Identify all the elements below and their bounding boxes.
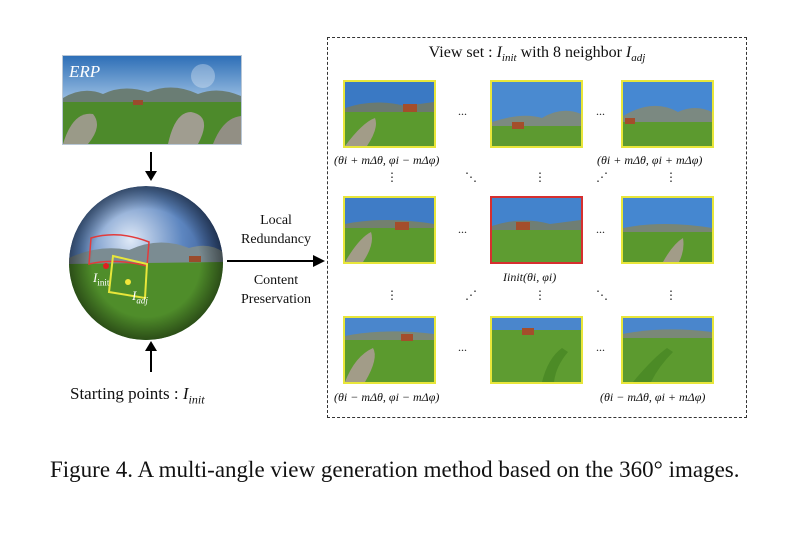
vdots-3: ⋮ <box>665 170 677 184</box>
vdots-1: ⋮ <box>386 170 398 184</box>
adj-point-marker <box>125 279 131 285</box>
init-point-marker <box>103 263 109 269</box>
arrow-down-head <box>145 171 157 181</box>
view-bottom-left <box>343 316 436 384</box>
ddots-1: ⋱ <box>465 170 477 184</box>
view-mid-left <box>343 196 436 264</box>
label-bottom-right: (θi − mΔθ, φi + mΔφ) <box>600 390 706 404</box>
adots-1: ⋰ <box>596 170 608 184</box>
adots-2: ⋰ <box>465 288 477 302</box>
view-bottom-right <box>621 316 714 384</box>
ellipsis-mid-left: ... <box>458 222 467 236</box>
ellipsis-mid-right: ... <box>596 222 605 236</box>
ellipsis-bottom-left: ... <box>458 340 467 354</box>
view-set-title: View set : Iinit with 8 neighbor Iadj <box>428 44 646 65</box>
arrow-right-head <box>313 255 325 267</box>
vdots-4: ⋮ <box>386 288 398 302</box>
view-top-right <box>621 80 714 148</box>
sphere-init-label: Iinit <box>93 270 110 288</box>
figure-caption: Figure 4. A multi-angle view generation … <box>50 457 740 482</box>
arrow-up-shaft <box>150 350 152 372</box>
label-center: Iinit(θi, φi) <box>503 270 557 284</box>
label-top-right: (θi + mΔθ, φi + mΔφ) <box>597 153 703 167</box>
erp-label: ERP <box>69 62 101 81</box>
ellipsis-top-right: ... <box>596 104 605 118</box>
view-set-panel <box>327 37 747 418</box>
view-top-middle <box>490 80 583 148</box>
arrow-right-shaft <box>227 260 315 262</box>
arrow-down-shaft <box>150 152 152 174</box>
erp-panorama-graphic <box>63 56 241 144</box>
arrow-up-head <box>145 341 157 351</box>
ellipsis-bottom-right: ... <box>596 340 605 354</box>
view-center-init <box>490 196 583 264</box>
label-bottom-left: (θi − mΔθ, φi − mΔφ) <box>334 390 440 404</box>
view-bottom-middle <box>490 316 583 384</box>
vdots-2: ⋮ <box>534 170 546 184</box>
vdots-5: ⋮ <box>534 288 546 302</box>
sphere-graphic <box>69 186 223 340</box>
sphere-adj-label: Iadj <box>132 288 148 306</box>
ddots-2: ⋱ <box>596 288 608 302</box>
view-mid-right <box>621 196 714 264</box>
vdots-6: ⋮ <box>665 288 677 302</box>
erp-panorama-image <box>62 55 242 145</box>
ellipsis-top-left: ... <box>458 104 467 118</box>
starting-points-label: Starting points : Iinit <box>70 384 205 407</box>
label-top-left: (θi + mΔθ, φi − mΔφ) <box>334 153 440 167</box>
sphere-projection <box>69 186 223 340</box>
view-top-left <box>343 80 436 148</box>
